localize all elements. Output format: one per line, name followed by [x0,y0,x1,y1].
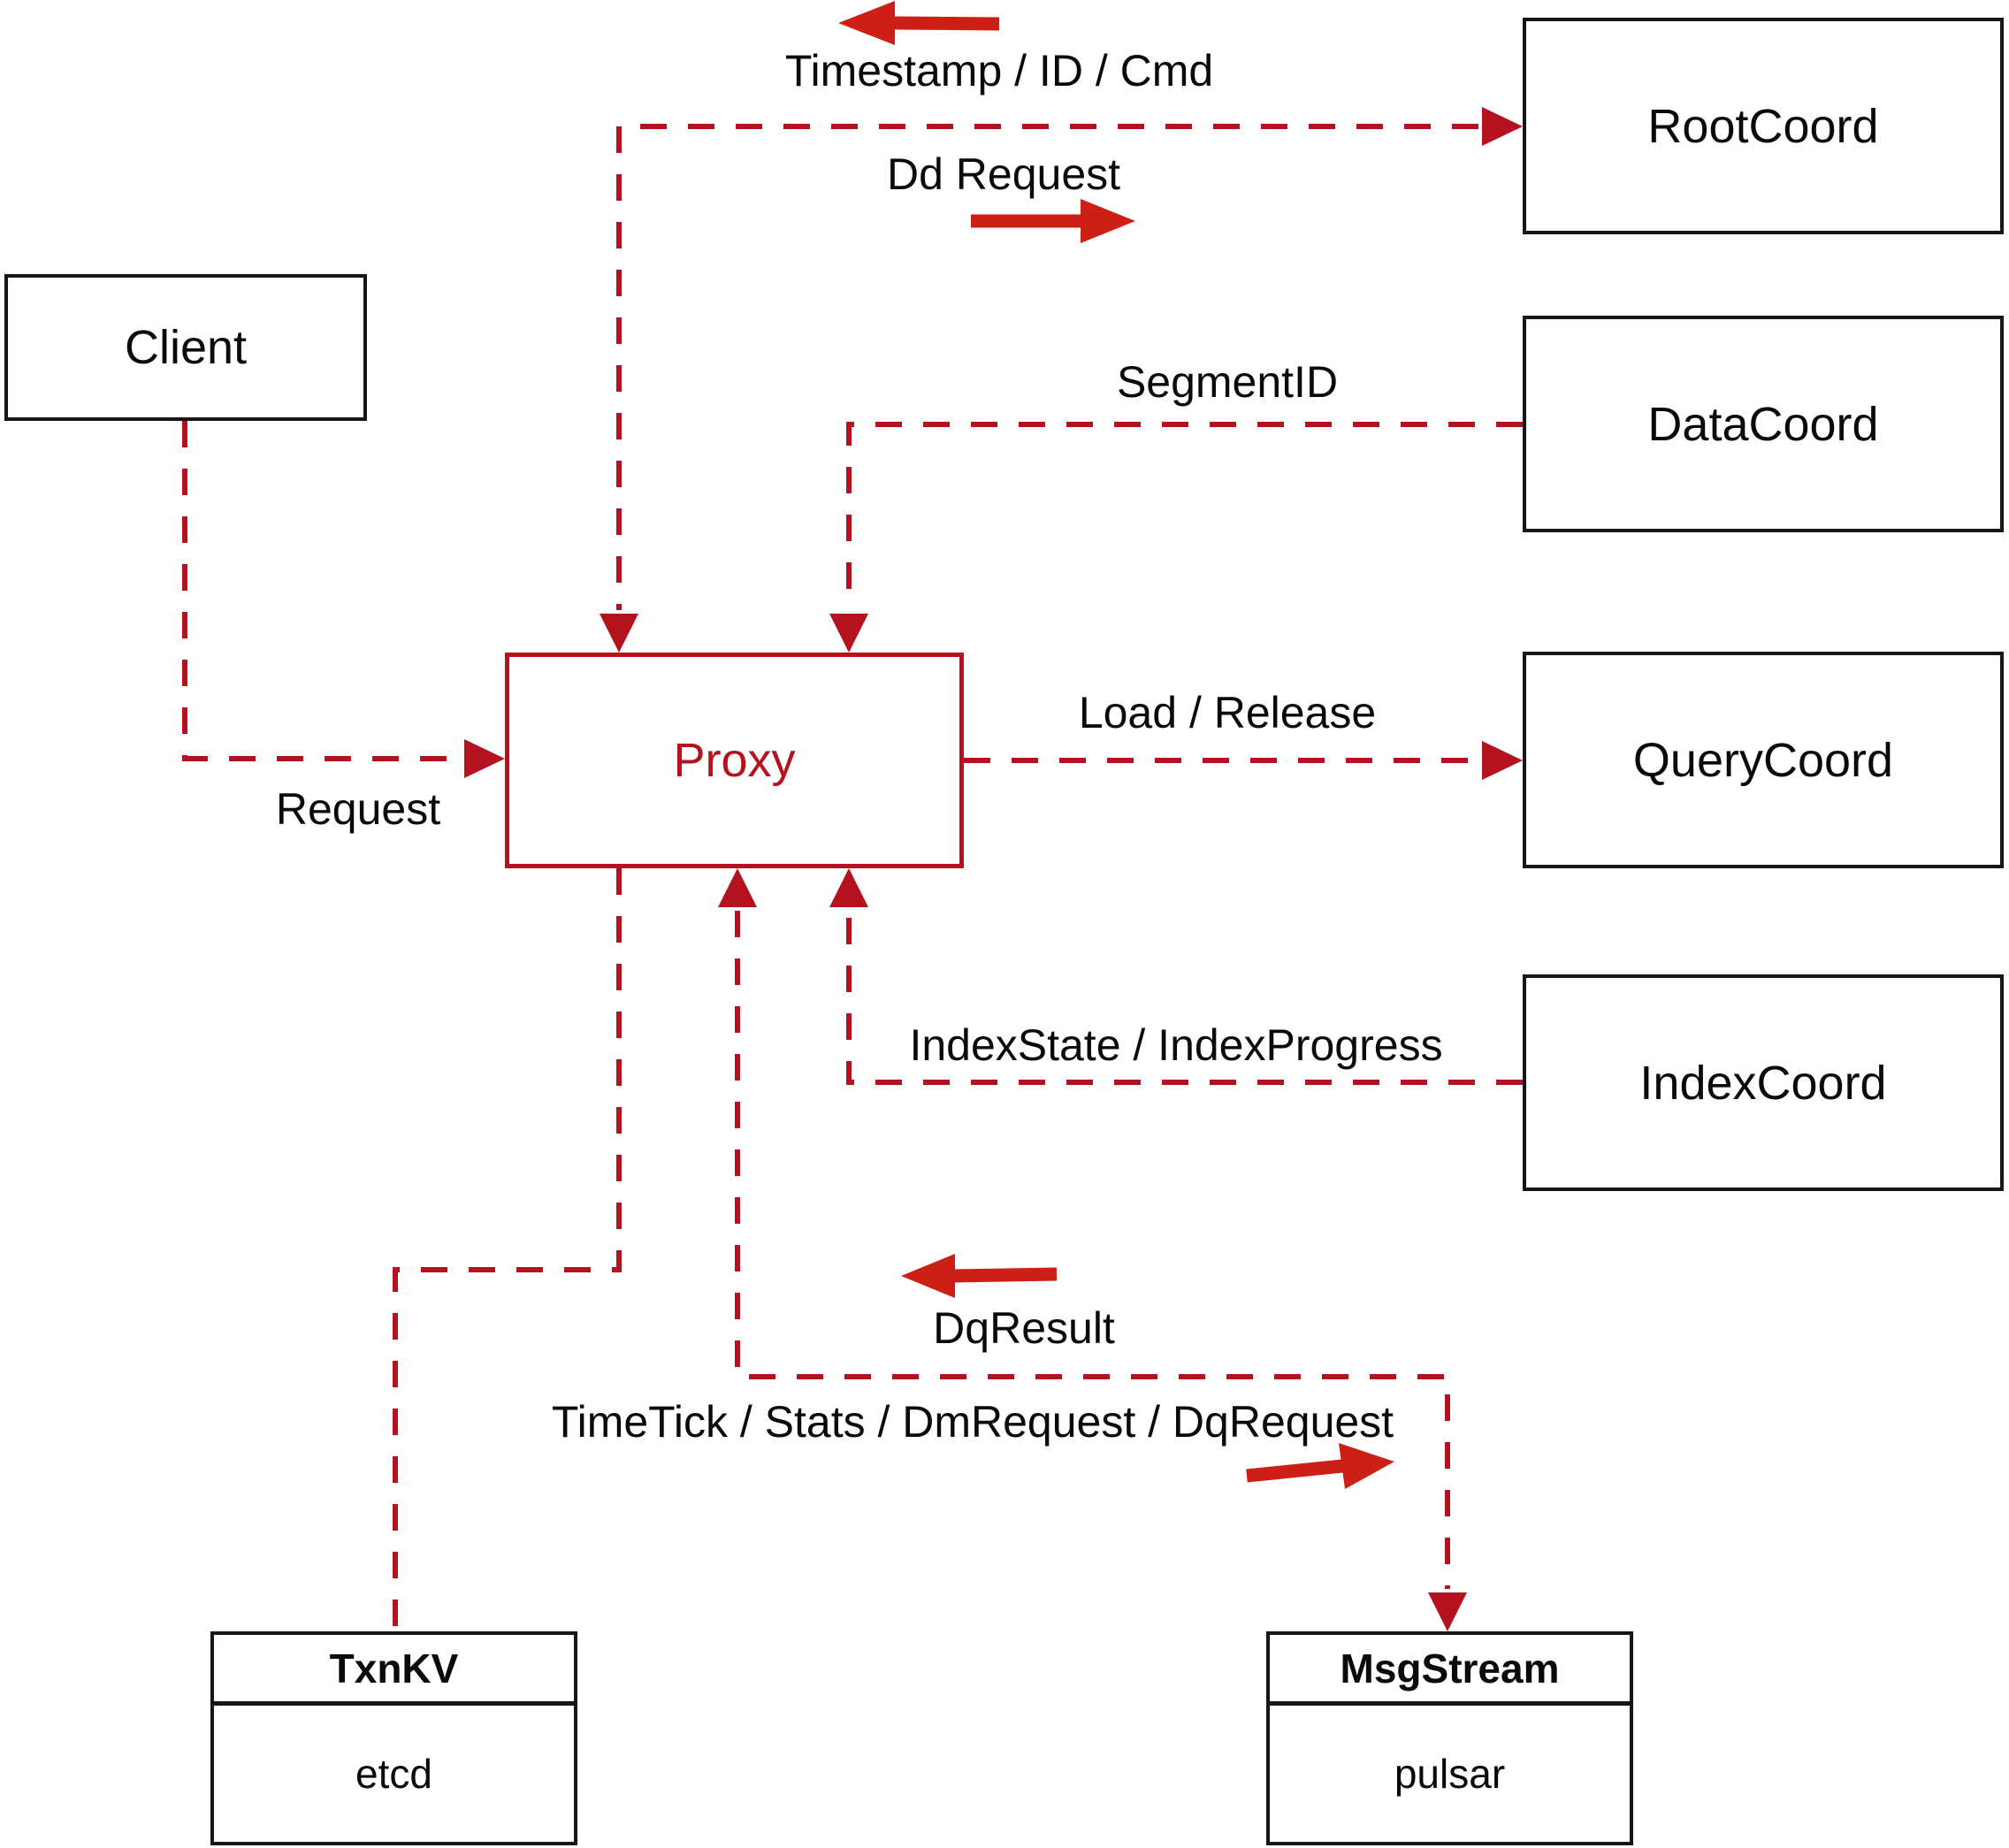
node-indexcoord: IndexCoord [1523,974,2004,1191]
connector-arrowheads [464,107,1523,1631]
arrowhead-into-msgstream [1428,1592,1467,1631]
edge-proxy-rootcoord [616,124,1478,610]
node-rootcoord-label: RootCoord [1647,99,1879,153]
edge-client-proxy [182,421,461,761]
edge-label-timestamp-id-cmd: Timestamp / ID / Cmd [784,46,1214,95]
edge-indexcoord-proxy [846,911,1523,1085]
edge-proxy-msgstream [735,911,1450,1589]
node-datacoord-label: DataCoord [1647,397,1879,451]
edge-label-dd-request: Dd Request [886,149,1121,199]
edge-label-timetick-stats: TimeTick / Stats / DmRequest / DqRequest [551,1397,1394,1447]
arrowhead-into-proxy-bottom-index [829,868,868,907]
arrowhead-into-proxy-left [464,739,505,778]
arrowhead-into-proxy-top-data [829,614,868,653]
edge-datacoord-proxy [846,422,1523,610]
node-rootcoord: RootCoord [1523,18,2004,234]
node-txnkv-title: TxnKV [214,1635,574,1706]
edge-label-load-release: Load / Release [1078,688,1377,737]
left-arrow-icon [838,1,1000,45]
edge-proxy-txnkv [393,868,622,1631]
node-txnkv-impl: etcd [355,1751,432,1797]
node-msgstream-title: MsgStream [1270,1635,1630,1706]
direction-arrows [838,1,1394,1489]
left-arrow-icon [901,1254,1058,1298]
edge-label-request: Request [275,784,441,834]
node-querycoord: QueryCoord [1523,652,2004,868]
node-datacoord: DataCoord [1523,316,2004,532]
node-client: Client [4,274,367,421]
arrowhead-into-proxy-bottom-msg [718,868,757,907]
right-arrow-icon [1246,1443,1394,1489]
arrowhead-into-proxy-top-root [600,614,638,653]
node-txnkv: TxnKV etcd [210,1631,577,1845]
arrowhead-into-rootcoord [1482,107,1523,146]
edge-label-dqresult: DqResult [933,1303,1115,1353]
edge-label-segmentid: SegmentID [1116,357,1339,407]
node-msgstream-impl: pulsar [1394,1751,1506,1797]
node-client-label: Client [124,321,248,374]
node-indexcoord-label: IndexCoord [1639,1056,1887,1110]
node-proxy: Proxy [505,653,964,868]
node-msgstream: MsgStream pulsar [1266,1631,1633,1845]
arrowhead-into-querycoord [1482,741,1523,780]
node-proxy-label: Proxy [673,734,796,787]
node-querycoord-label: QueryCoord [1632,733,1894,787]
edge-label-indexstate-indexprogress: IndexState / IndexProgress [909,1020,1443,1070]
right-arrow-icon [971,199,1135,243]
